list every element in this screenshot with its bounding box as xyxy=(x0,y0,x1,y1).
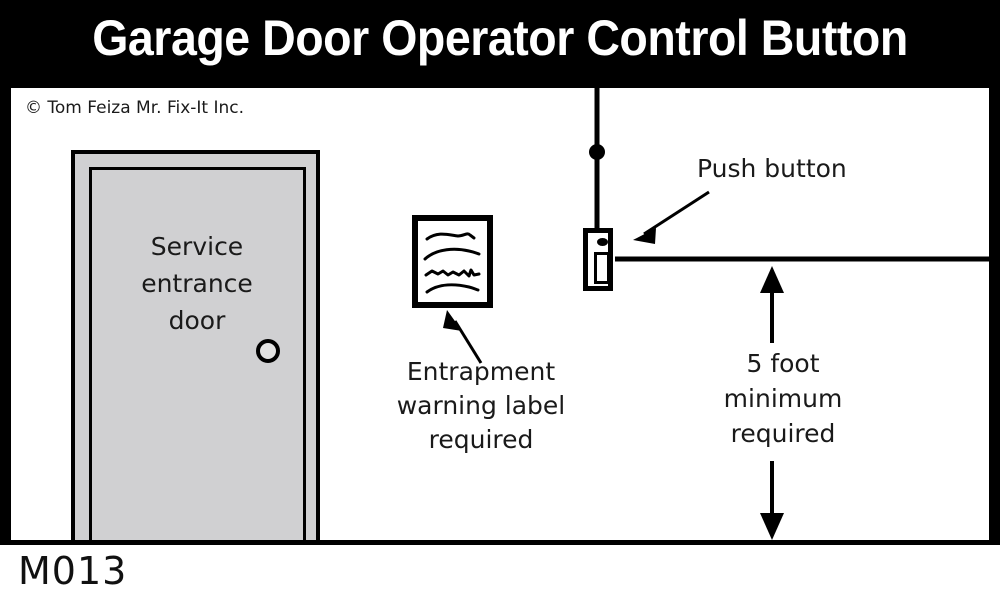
page-title: Garage Door Operator Control Button xyxy=(92,10,908,66)
dimension-caption-line-3: required xyxy=(730,419,836,448)
figure-code: M013 xyxy=(18,549,128,593)
dimension-arrowhead-bottom xyxy=(760,513,784,540)
dimension-caption: 5 foot minimum required xyxy=(693,346,873,451)
entrapment-caption-line-2: warning label xyxy=(396,391,566,420)
entrapment-leader-arrowhead xyxy=(443,310,462,331)
entrapment-warning-label-icon xyxy=(412,215,493,308)
entrapment-caption-line-1: Entrapment xyxy=(406,357,556,386)
push-button-caption: Push button xyxy=(697,154,847,183)
title-bar: Garage Door Operator Control Button xyxy=(0,0,1000,88)
copyright-notice: © Tom Feiza Mr. Fix-It Inc. xyxy=(25,98,245,118)
wire-junction-dot xyxy=(589,144,605,160)
service-door-label: Service entrance door xyxy=(97,228,297,339)
entrapment-caption: Entrapment warning label required xyxy=(351,355,611,457)
dimension-caption-line-1: 5 foot xyxy=(746,349,820,378)
push-button-device[interactable] xyxy=(583,228,613,291)
door-knob-icon xyxy=(256,339,280,363)
push-button-indicator-dot xyxy=(597,238,608,246)
dimension-arrowhead-top xyxy=(760,266,784,293)
push-button-switch-slot[interactable] xyxy=(594,252,610,284)
entrapment-caption-line-3: required xyxy=(428,425,534,454)
service-door-label-line-2: entrance xyxy=(141,269,253,298)
service-door-label-line-3: door xyxy=(168,306,226,335)
push-button-leader-arrowhead xyxy=(633,228,656,244)
service-door-label-line-1: Service xyxy=(150,232,244,261)
push-button-leader-line xyxy=(643,190,710,236)
dimension-caption-line-2: minimum xyxy=(723,384,843,413)
diagram-canvas: © Tom Feiza Mr. Fix-It Inc. Service entr… xyxy=(11,88,989,540)
